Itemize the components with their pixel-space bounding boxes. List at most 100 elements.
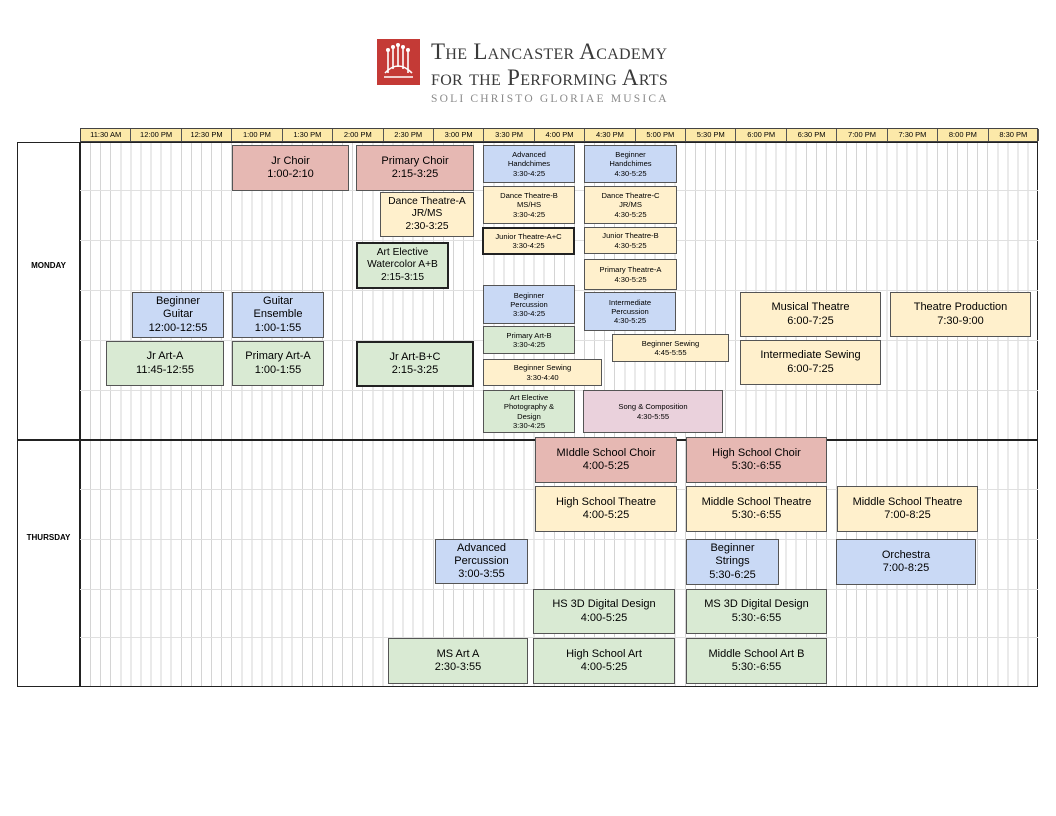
class-time: 3:30-4:40 [526, 372, 559, 382]
class-name-line: MIddle School Choir [556, 446, 656, 459]
class-time: 5:30:-6:55 [731, 661, 782, 673]
class-name-line: Dance Theatre-A [388, 196, 466, 208]
class-name-line: Dance Theatre-B [500, 191, 558, 201]
class-name-line: Photography & [503, 402, 555, 412]
class-name-line: Percussion [611, 306, 649, 316]
class-time: 4:00-5:25 [580, 661, 628, 673]
class-time: 4:00-5:25 [582, 509, 630, 521]
time-slot-header: 7:30 PM [888, 129, 939, 141]
logo-motto: SOLI CHRISTO GLORIAE MUSICA [431, 93, 669, 105]
class-name-line: Junior Theatre-B [602, 231, 659, 241]
class-name-line: Advanced [457, 541, 506, 554]
time-slot-header: 12:30 PM [182, 129, 233, 141]
class-time: 4:00-5:25 [580, 611, 628, 624]
class-name-line: Watercolor A+B [367, 259, 438, 271]
class-name-line: Theatre Production [913, 301, 1008, 314]
class-name-line: Handchimes [507, 159, 551, 169]
class-name-line: Beginner [513, 290, 545, 300]
class-name-line: Art Elective [509, 393, 549, 403]
class-time: 11:45-12:55 [136, 363, 194, 376]
class-time: 4:30-5:25 [614, 209, 647, 219]
class-time: 5:30:-6:55 [731, 460, 782, 472]
time-slot-header: 8:00 PM [938, 129, 989, 141]
crest-icon [377, 39, 420, 85]
class-name-line: JR/MS [619, 200, 642, 210]
class-time: 3:00-3:55 [458, 568, 505, 581]
class-time: 4:00-5:25 [582, 460, 630, 472]
time-slot-header: 3:30 PM [484, 129, 535, 141]
class-time: 4:45-5:55 [654, 348, 687, 357]
day-label-monday: MONDAY [31, 261, 66, 270]
time-slot-header: 4:00 PM [535, 129, 586, 141]
time-slot-header: 2:30 PM [384, 129, 434, 141]
class-name-line: Beginner [615, 150, 646, 160]
time-slot-header: 1:30 PM [283, 129, 334, 141]
class-name-line: Primary Art-B [506, 330, 552, 340]
class-name-line: Primary Theatre-A [599, 265, 662, 275]
class-time: 2:30-3:55 [434, 661, 482, 673]
class-time: 4:30-5:55 [636, 411, 670, 421]
class-time: 2:15-3:25 [391, 364, 439, 376]
class-name-line: High School Art [566, 647, 642, 660]
class-name-line: Jr Art-A [146, 350, 184, 363]
class-name-line: Percussion [510, 299, 548, 309]
class-time: 1:00-1:55 [254, 321, 302, 334]
class-time: 2:15-3:15 [380, 271, 425, 283]
time-slot-header: 4:30 PM [585, 129, 636, 141]
class-name-line: Song & Composition [618, 402, 688, 412]
class-time: 4:30-5:25 [614, 168, 647, 178]
time-slot-header: 2:00 PM [333, 129, 384, 141]
class-name-line: HS 3D Digital Design [552, 598, 656, 611]
class-time: 1:00-2:10 [267, 168, 314, 180]
class-name-line: Primary Art-A [245, 350, 311, 363]
class-name-line: MS Art A [436, 647, 480, 660]
logo-title: The Lancaster Academy [431, 39, 668, 64]
class-name-line: Junior Theatre-A+C [495, 231, 562, 241]
class-name-line: Middle School Theatre [852, 495, 963, 508]
class-name-line: Art Elective [376, 247, 429, 259]
class-name-line: Beginner [155, 295, 201, 308]
class-name-line: Jr Art-B+C [389, 350, 441, 363]
class-name-line: Ensemble [253, 308, 303, 321]
